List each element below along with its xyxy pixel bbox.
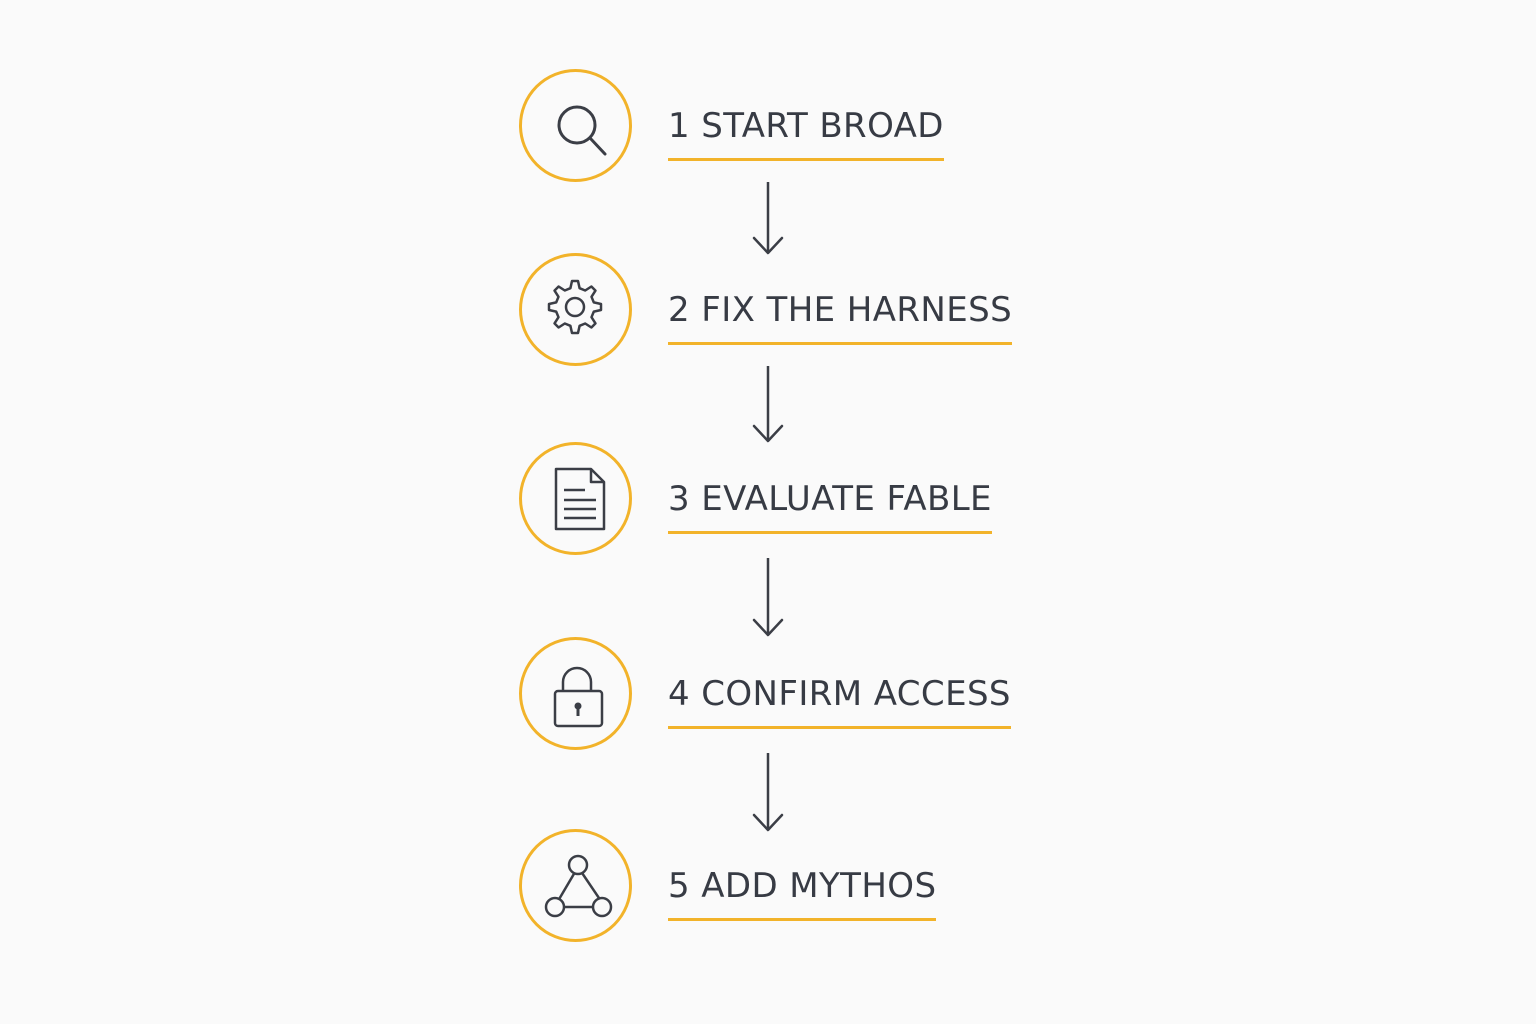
- step-3-icon-circle: [519, 442, 632, 555]
- step-3: 3 EVALUATE FABLE: [519, 442, 1039, 560]
- search-icon: [557, 105, 607, 156]
- step-1-label: 1 START BROAD: [668, 106, 944, 161]
- step-4-label: 4 CONFIRM ACCESS: [668, 674, 1011, 729]
- step-4-icon-circle: [519, 637, 632, 750]
- step-1-icon-circle: [519, 69, 632, 182]
- document-icon: [554, 467, 606, 531]
- arrow-down-icon: [752, 366, 784, 443]
- step-5-icon-circle: [519, 829, 632, 942]
- lock-icon: [553, 666, 604, 728]
- network-icon: [544, 854, 613, 918]
- arrow-down-icon: [752, 182, 784, 255]
- step-2-icon-circle: [519, 253, 632, 366]
- step-4: 4 CONFIRM ACCESS: [519, 637, 1039, 755]
- step-5: 5 ADD MYTHOS: [519, 829, 1039, 947]
- gear-icon: [547, 279, 603, 335]
- step-3-label: 3 EVALUATE FABLE: [668, 479, 992, 534]
- arrow-down-icon: [752, 558, 784, 637]
- step-1: 1 START BROAD: [519, 69, 1039, 187]
- step-2-label: 2 FIX THE HARNESS: [668, 290, 1013, 345]
- arrow-down-icon: [752, 753, 784, 832]
- step-2: 2 FIX THE HARNESS: [519, 253, 1039, 371]
- step-5-label: 5 ADD MYTHOS: [668, 866, 937, 921]
